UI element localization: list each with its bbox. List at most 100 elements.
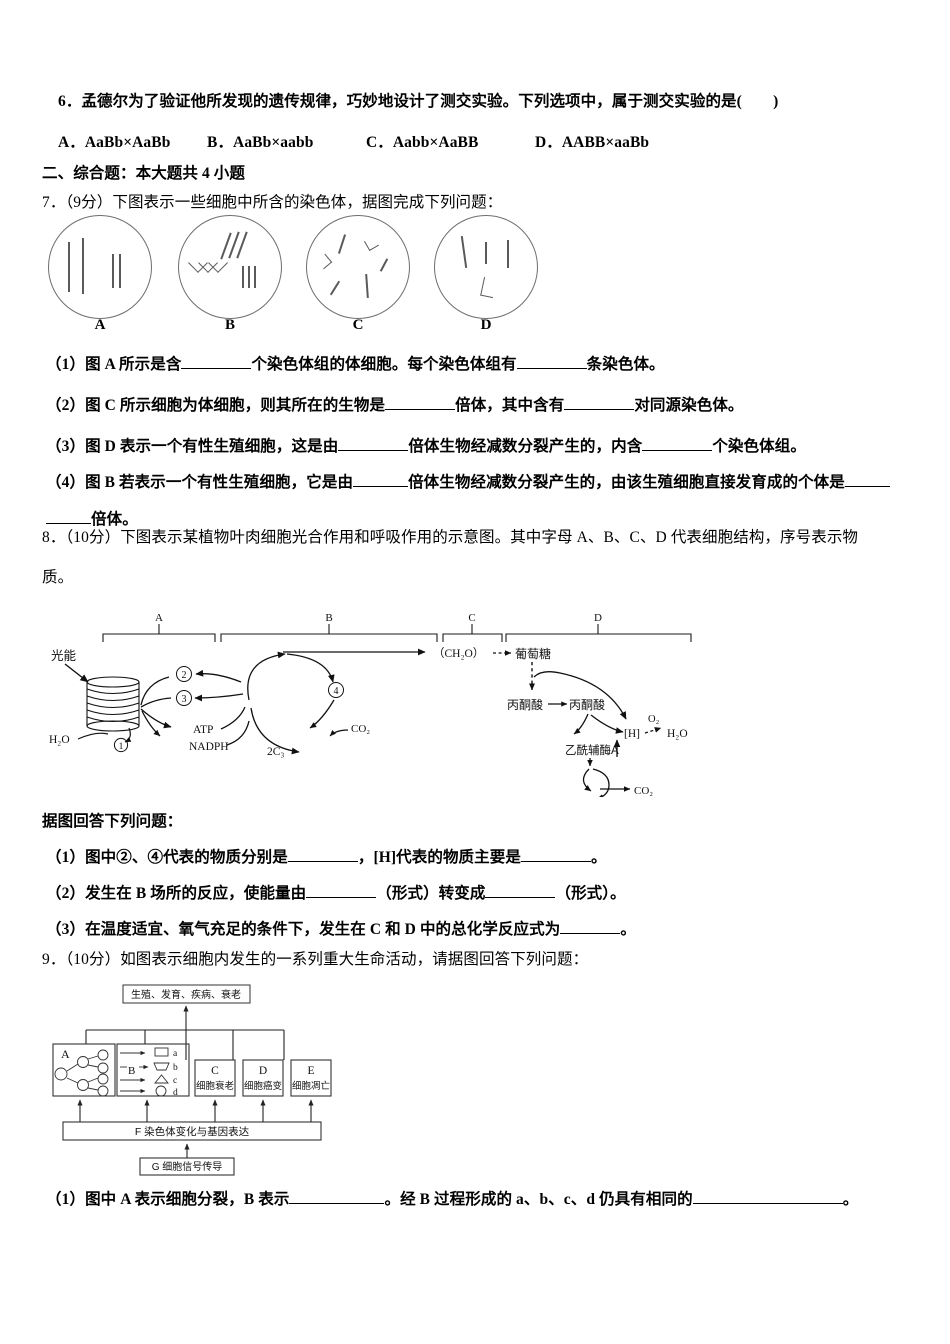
cell-label-d: D (480, 317, 492, 333)
cell-figure-d: D (426, 215, 546, 345)
answer-blank[interactable] (520, 861, 591, 862)
q7-sub1-t2: 个染色体组的体细胞。每个染色体组有 (251, 356, 517, 373)
cell-outline-d (434, 215, 538, 319)
cell-outline-b (178, 215, 282, 319)
shape-d-circle (155, 1085, 167, 1097)
substance-3-label: 3 (182, 694, 187, 705)
q8-sub2-t2: （形式）转变成 (376, 885, 486, 902)
q8-sub2-t3: （形式）。 (555, 885, 626, 902)
box-c-text: 细胞衰老 (196, 1080, 235, 1092)
substance-4-label: 4 (334, 686, 339, 697)
q8-sub1-no: （1） (46, 849, 86, 866)
box-f (62, 1121, 322, 1141)
c3-label: 2C₃ (267, 746, 284, 758)
q7-sub3-t3: 个染色体组。 (712, 438, 806, 455)
box-outcomes-label: 生殖、发育、疾病、衰老 (131, 988, 241, 1001)
question-8-prompt: 据图回答下列问题： (42, 813, 183, 830)
question-8-stem: 8．（10分）下图表示某植物叶肉细胞光合作用和呼吸作用的示意图。其中字母 A、B… (42, 529, 859, 546)
section-2-heading: 二、综合题：本大题共 4 小题 (42, 165, 246, 182)
q7-sub2-no: （2） (46, 397, 86, 414)
cell-label-c: C (352, 317, 364, 333)
shape-a-rect (154, 1047, 169, 1057)
answer-blank[interactable] (560, 933, 621, 934)
box-b (116, 1043, 190, 1097)
answer-blank[interactable] (642, 450, 713, 451)
box-a-letter: A (61, 1047, 70, 1061)
answer-blank[interactable] (46, 523, 91, 524)
cell-figure-c: C (298, 215, 418, 345)
q9-sub1-t3: 。 (842, 1191, 859, 1208)
box-e-text: 细胞凋亡 (292, 1080, 330, 1092)
answer-blank[interactable] (485, 897, 556, 898)
q7-sub4-t1: 图 B 若表示一个有性生殖细胞，它是由 (85, 474, 354, 491)
light-energy-label: 光能 (51, 649, 77, 663)
shape-b-label: b (173, 1063, 178, 1073)
box-b-letter: B (128, 1065, 135, 1077)
question-6-option-d: D．AABB×aaBb (535, 134, 650, 151)
q7-sub1-no: （1） (46, 356, 86, 373)
question-9-sub-1: （1）图中 A 表示细胞分裂，B 表示。经 B 过程形成的 a、b、c、d 仍具… (46, 1190, 858, 1209)
box-d-letter: D (259, 1065, 267, 1077)
answer-blank[interactable] (844, 486, 890, 487)
q7-sub3-no: （3） (46, 438, 86, 455)
reduced-h-label: [H] (624, 728, 640, 740)
ch2o-label: （CH₂O） (433, 647, 484, 660)
atp-label: ATP (193, 724, 213, 736)
question-7-sub-1: （1）图 A 所示是含 个染色体组的体细胞。每个染色体组有 条染色体。 (46, 355, 665, 374)
box-c-letter: C (211, 1065, 219, 1077)
q7-sub1-t3: 条染色体。 (586, 356, 665, 373)
q7-sub3-t2: 倍体生物经减数分裂产生的，内含 (408, 438, 643, 455)
question-7-stem: 7．（9分）下图表示一些细胞中所含的染色体，据图完成下列问题： (42, 194, 503, 211)
box-d (242, 1059, 284, 1097)
answer-blank[interactable] (287, 861, 358, 862)
question-6-stem: 6．孟德尔为了验证他所发现的遗传规律，巧妙地设计了测交实验。下列选项中，属于测交… (58, 93, 779, 110)
q8-sub1-t3: 。 (590, 849, 607, 866)
answer-blank[interactable] (353, 486, 409, 487)
answer-blank[interactable] (385, 409, 456, 410)
nadph-label: NADPH (189, 741, 229, 753)
cell-outline-c (306, 215, 410, 319)
answer-blank[interactable] (289, 1203, 385, 1204)
q7-sub4-tail-text: 倍体。 (91, 511, 138, 528)
q7-sub4-t2: 倍体生物经减数分裂产生的，由该生殖细胞直接发育成的个体是 (408, 474, 845, 491)
question-7-sub-4-tail: 倍体。 (46, 510, 138, 529)
answer-blank[interactable] (516, 368, 587, 369)
water-input-label: H₂O (49, 734, 70, 746)
answer-blank[interactable] (564, 409, 635, 410)
q7-sub1-t1: 图 A 所示是含 (85, 356, 182, 373)
q9-sub1-no: （1） (46, 1191, 86, 1208)
cell-label-a: A (94, 317, 106, 333)
shape-c-triangle (154, 1074, 169, 1084)
answer-blank[interactable] (306, 897, 377, 898)
question-8-sub-2: （2）发生在 B 场所的反应，使能量由（形式）转变成（形式）。 (46, 884, 626, 903)
co2-output-label: CO₂ (634, 785, 653, 797)
bracket-label-b: B (325, 612, 332, 624)
question-7-sub-2: （2）图 C 所示细胞为体细胞，则其所在的生物是倍体，其中含有对同源染色体。 (46, 396, 744, 415)
question-6-option-a: A．AaBb×AaBb (58, 134, 171, 151)
o2-label: O₂ (648, 714, 660, 725)
q9-sub1-t1: 图中 A 表示细胞分裂，B 表示 (85, 1191, 290, 1208)
answer-blank[interactable] (338, 450, 409, 451)
q8-sub1-t2: ，[H]代表的物质主要是 (357, 849, 521, 866)
substance-2-label: 2 (182, 670, 187, 681)
question-7-sub-4: （4）图 B 若表示一个有性生殖细胞，它是由 倍体生物经减数分裂产生的，由该生殖细… (46, 473, 890, 492)
answer-blank[interactable] (181, 368, 252, 369)
water-output-label: H₂O (667, 728, 688, 740)
question-7-sub-3: （3）图 D 表示一个有性生殖细胞，这是由倍体生物经减数分裂产生的，内含个染色体… (46, 437, 806, 456)
shape-b-trapezoid (153, 1062, 170, 1071)
question-9-stem: 9．（10分）如图表示细胞内发生的一系列重大生命活动，请据图回答下列问题： (42, 951, 589, 968)
question-8-figure: A B C D 光能 (45, 612, 705, 797)
box-c (194, 1059, 236, 1097)
box-d-text: 细胞癌变 (244, 1080, 283, 1092)
question-6-option-c: C．Aabb×AaBB (366, 134, 479, 151)
box-outcomes (122, 984, 251, 1004)
question-9-figure: 生殖、发育、疾病、衰老 A B (35, 982, 355, 1177)
bracket-label-a: A (155, 612, 163, 624)
q7-sub2-t2: 倍体，其中含有 (455, 397, 565, 414)
shape-d-label: d (173, 1088, 178, 1098)
q8-sub3-t1: 在温度适宜、氧气充足的条件下，发生在 C 和 D 中的总化学反应式为 (85, 921, 561, 938)
q7-sub4-no: （4） (46, 474, 86, 491)
cell-outline-a (48, 215, 152, 319)
pyruvate-cytosol-label: 丙酮酸 (507, 697, 543, 712)
answer-blank[interactable] (692, 1203, 843, 1204)
